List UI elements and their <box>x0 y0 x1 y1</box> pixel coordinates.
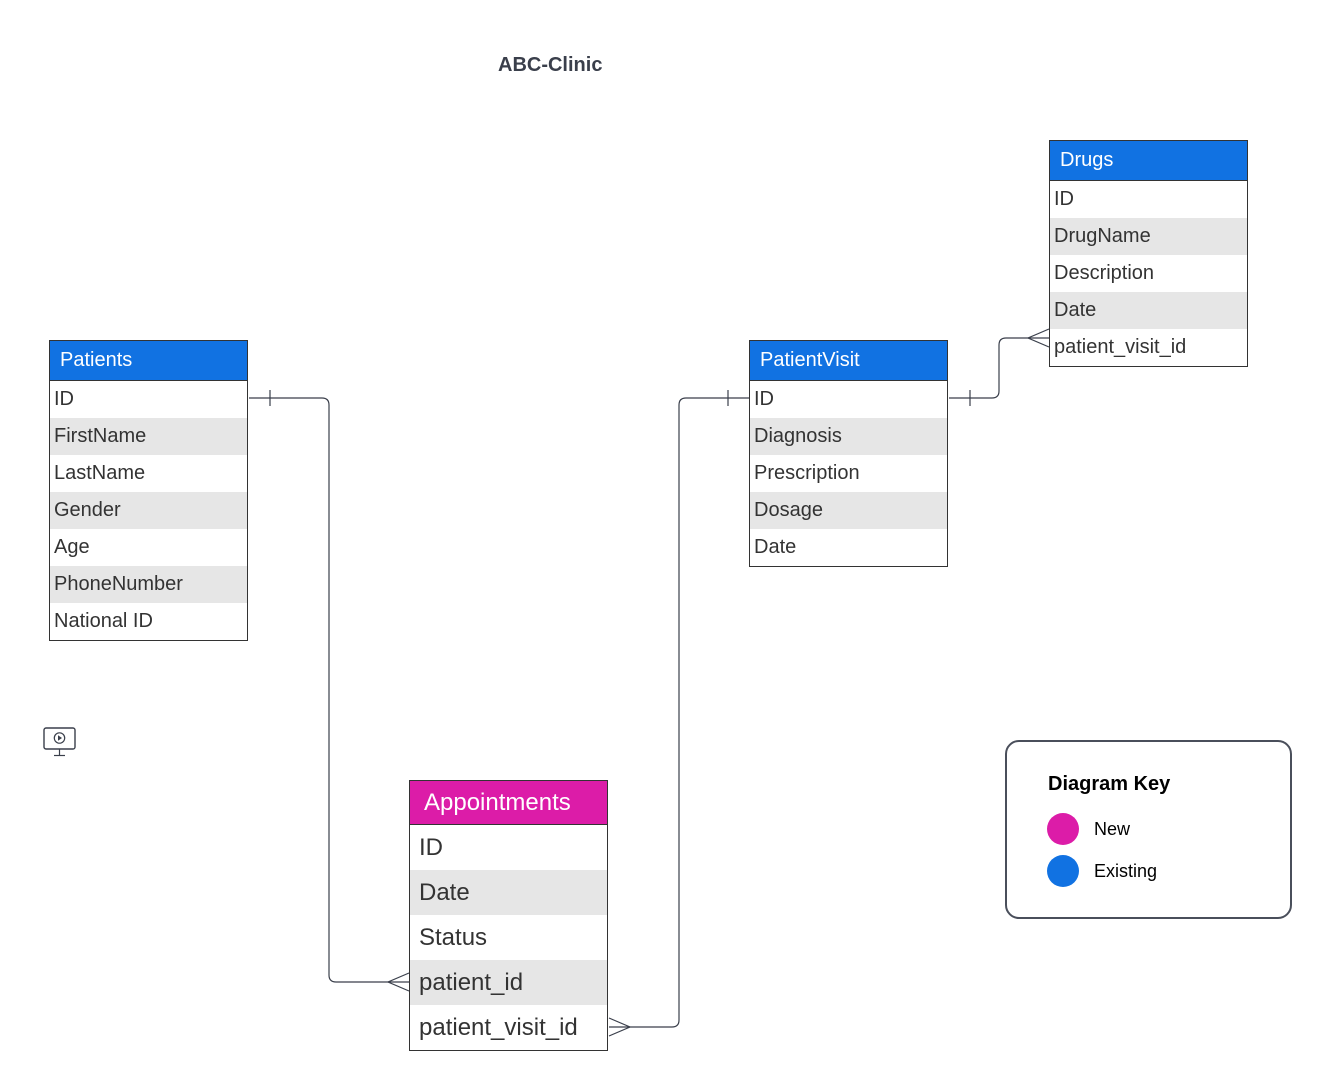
diagram-key-title: Diagram Key <box>1048 773 1171 795</box>
legend-swatch-existing <box>1047 855 1079 887</box>
legend-item-new: New <box>1047 813 1130 845</box>
entity-appointments[interactable]: Appointments ID Date Status patient_id p… <box>409 780 608 1051</box>
presentation-monitor-icon[interactable] <box>43 727 76 757</box>
entity-header[interactable]: Drugs <box>1050 141 1247 181</box>
field-row[interactable]: Date <box>410 870 607 915</box>
legend-swatch-new <box>1047 813 1079 845</box>
field-row[interactable]: Gender <box>50 492 247 529</box>
diagram-title: ABC-Clinic <box>498 54 603 76</box>
field-row[interactable]: National ID <box>54 610 153 632</box>
entity-header[interactable]: PatientVisit <box>750 341 947 381</box>
entity-header[interactable]: Patients <box>50 341 247 381</box>
field-row[interactable]: patient_visit_id <box>419 1013 578 1041</box>
relationship-patients-appointments[interactable] <box>249 390 410 992</box>
field-row[interactable]: Prescription <box>754 462 860 484</box>
entity-header[interactable]: Appointments <box>410 781 607 825</box>
field-row[interactable]: Age <box>54 536 90 558</box>
legend-item-existing: Existing <box>1047 855 1157 887</box>
field-row[interactable]: ID <box>54 388 74 410</box>
field-row[interactable]: ID <box>754 388 774 410</box>
field-row[interactable]: Status <box>419 923 488 951</box>
relationship-patientvisit-appointments[interactable] <box>608 390 749 1037</box>
field-row[interactable]: ID <box>419 833 443 861</box>
field-row[interactable]: ID <box>1054 188 1074 210</box>
entity-drugs[interactable]: Drugs ID DrugName Description Date patie… <box>1049 140 1248 367</box>
legend-label-existing: Existing <box>1094 860 1158 881</box>
field-row[interactable]: Date <box>1050 292 1247 329</box>
field-row[interactable]: FirstName <box>50 418 247 455</box>
field-row[interactable]: patient_visit_id <box>1054 336 1187 358</box>
field-row[interactable]: PhoneNumber <box>50 566 247 603</box>
field-row[interactable]: Diagnosis <box>750 418 947 455</box>
field-row[interactable]: LastName <box>54 462 146 484</box>
entity-patient-visit[interactable]: PatientVisit ID Diagnosis Prescription D… <box>749 340 948 567</box>
field-row[interactable]: patient_id <box>410 960 607 1005</box>
field-row[interactable]: Date <box>754 536 797 558</box>
diagram-key: Diagram Key New Existing <box>1005 740 1292 919</box>
entity-patients[interactable]: Patients ID FirstName LastName Gender Ag… <box>49 340 248 641</box>
field-row[interactable]: Description <box>1054 262 1155 284</box>
relationship-patientvisit-drugs[interactable] <box>949 328 1050 406</box>
legend-label-new: New <box>1094 818 1131 839</box>
field-row[interactable]: Dosage <box>750 492 947 529</box>
field-row[interactable]: DrugName <box>1050 218 1247 255</box>
